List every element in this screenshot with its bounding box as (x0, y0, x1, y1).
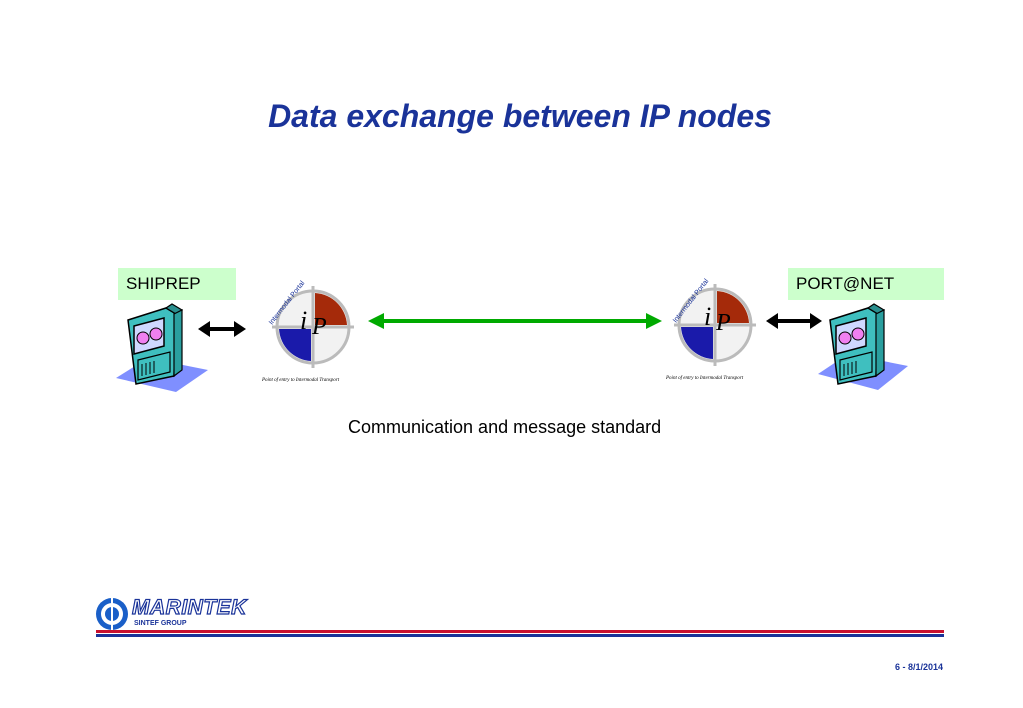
page-number: 6 - 8/1/2014 (894, 662, 943, 672)
portal-letter-i: i (300, 306, 308, 335)
diagram-caption: Communication and message standard (348, 417, 662, 437)
double-arrow-right (766, 313, 822, 329)
portal-letter-p: P (312, 314, 327, 340)
footer-rule-red (96, 630, 944, 633)
marintek-logo: MARINTEK SINTEF GROUP (94, 595, 254, 632)
double-arrow-left (198, 321, 246, 337)
ip-portal-logo-left: Intermodal Portal i P Point of entry to … (258, 272, 368, 388)
marintek-emblem-icon (96, 598, 128, 630)
company-name: MARINTEK (131, 595, 247, 619)
ip-portal-logo-right: Intermodal Portal i P Point of entry to … (660, 270, 770, 386)
communication-arrow (368, 313, 662, 329)
portnet-label: PORT@NET (788, 268, 944, 300)
computer-icon-right (818, 303, 908, 390)
portal-tagline: Point of entry to Intermodal Transport (262, 378, 340, 383)
computer-icon-left (116, 303, 208, 392)
footer-rule-blue (96, 634, 944, 637)
ip-portal-emblem (272, 286, 354, 368)
company-group: SINTEF GROUP (134, 620, 187, 627)
shiprep-label: SHIPREP (118, 268, 236, 300)
ip-portal-emblem (674, 284, 756, 366)
portal-letter-p: P (716, 310, 731, 336)
slide-title: Data exchange between IP nodes (268, 98, 772, 134)
portal-letter-i: i (704, 302, 712, 331)
portal-tagline: Point of entry to Intermodal Transport (666, 376, 744, 381)
